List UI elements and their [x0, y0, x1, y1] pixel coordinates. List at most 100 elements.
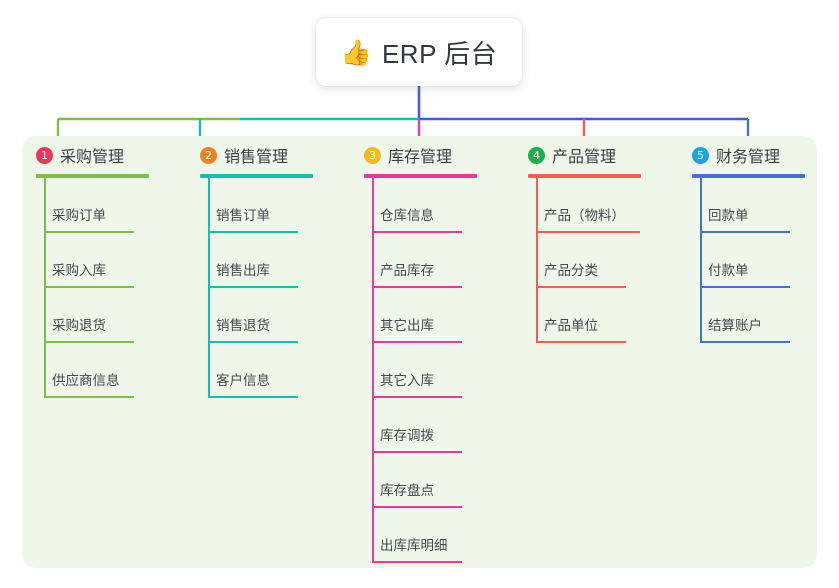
- list-item[interactable]: 回款单: [678, 178, 828, 233]
- branch-header-5[interactable]: 5 财务管理: [678, 136, 828, 174]
- list-item-underline: [208, 341, 298, 343]
- branch-column-5: 5 财务管理回款单付款单结算账户: [678, 136, 828, 343]
- list-item-underline: [44, 341, 134, 343]
- branch-column-4: 4 产品管理产品（物料） 产品分类产品单位: [514, 136, 664, 343]
- branch-header-4[interactable]: 4 产品管理: [514, 136, 664, 174]
- list-item-label: 回款单: [708, 208, 749, 223]
- branch-header-underline: [692, 174, 805, 178]
- list-item-underline: [700, 231, 790, 233]
- list-item[interactable]: 供应商信息: [22, 343, 172, 398]
- list-item-label: 采购订单: [52, 208, 106, 223]
- branch-column-2: 2 销售管理销售订单销售出库销售退货客户信息: [186, 136, 336, 398]
- branch-number-badge: 2: [200, 146, 217, 164]
- list-item-underline: [372, 396, 462, 398]
- branch-header-underline: [200, 174, 313, 178]
- list-item-label: 采购退货: [52, 318, 106, 333]
- root-node-erp-backend[interactable]: 👍 ERP 后台: [316, 18, 522, 86]
- list-item-underline: [208, 396, 298, 398]
- list-item-underline: [44, 396, 134, 398]
- list-item-label: 其它出库: [380, 318, 434, 333]
- thumbs-up-icon: 👍: [340, 37, 372, 67]
- list-item[interactable]: 其它入库: [350, 343, 500, 398]
- root-node-title: ERP 后台: [381, 38, 498, 69]
- branch-item-list: 回款单付款单结算账户: [678, 178, 828, 343]
- list-item-underline: [44, 286, 134, 288]
- list-item[interactable]: 结算账户: [678, 288, 828, 343]
- list-item-label: 销售出库: [216, 263, 270, 278]
- branch-header-2[interactable]: 2 销售管理: [186, 136, 336, 174]
- list-item[interactable]: 仓库信息: [350, 178, 500, 233]
- list-item-label: 产品（物料）: [544, 208, 625, 223]
- list-item-label: 供应商信息: [52, 373, 120, 388]
- list-item-underline: [372, 451, 462, 453]
- list-item-underline: [208, 286, 298, 288]
- list-item[interactable]: 付款单: [678, 233, 828, 288]
- list-item-label: 采购入库: [52, 263, 106, 278]
- branch-header-underline: [364, 174, 477, 178]
- list-item-label: 结算账户: [708, 318, 762, 333]
- list-item[interactable]: 产品（物料）: [514, 178, 664, 233]
- list-item-label: 产品分类: [544, 263, 598, 278]
- branch-spine: [700, 178, 702, 343]
- branch-header-1[interactable]: 1 采购管理: [22, 136, 172, 174]
- list-item-label: 付款单: [708, 263, 749, 278]
- branches-panel: [22, 136, 817, 568]
- list-item-underline: [536, 341, 626, 343]
- list-item[interactable]: 采购订单: [22, 178, 172, 233]
- list-item-underline: [372, 341, 462, 343]
- list-item-underline: [372, 231, 462, 233]
- list-item-label: 仓库信息: [380, 208, 434, 223]
- branch-item-list: 产品（物料） 产品分类产品单位: [514, 178, 664, 343]
- list-item-label: 库存盘点: [380, 483, 434, 498]
- list-item-label: 出库库明细: [380, 538, 448, 553]
- branch-number-badge: 1: [36, 146, 53, 164]
- branch-header-underline: [36, 174, 149, 178]
- branch-header-underline: [528, 174, 641, 178]
- list-item-underline: [44, 231, 134, 233]
- branch-spine: [44, 178, 46, 398]
- list-item[interactable]: 产品库存: [350, 233, 500, 288]
- list-item-label: 客户信息: [216, 373, 270, 388]
- list-item-underline: [372, 286, 462, 288]
- list-item-label: 库存调拨: [380, 428, 434, 443]
- list-item[interactable]: 出库库明细: [350, 508, 500, 563]
- list-item-label: 产品单位: [544, 318, 598, 333]
- list-item-underline: [372, 561, 462, 563]
- list-item-underline: [536, 231, 640, 233]
- branch-number-badge: 5: [692, 146, 709, 164]
- list-item[interactable]: 采购退货: [22, 288, 172, 343]
- list-item-label: 销售订单: [216, 208, 270, 223]
- branch-title: 销售管理: [224, 149, 289, 166]
- list-item[interactable]: 产品单位: [514, 288, 664, 343]
- branch-title: 财务管理: [716, 149, 781, 166]
- branch-number-badge: 4: [528, 146, 545, 164]
- branch-title: 库存管理: [388, 149, 453, 166]
- branch-spine: [372, 178, 374, 563]
- list-item[interactable]: 销售订单: [186, 178, 336, 233]
- list-item[interactable]: 产品分类: [514, 233, 664, 288]
- list-item[interactable]: 其它出库: [350, 288, 500, 343]
- list-item-underline: [208, 231, 298, 233]
- list-item[interactable]: 客户信息: [186, 343, 336, 398]
- branch-column-1: 1 采购管理采购订单采购入库采购退货供应商信息: [22, 136, 172, 398]
- list-item[interactable]: 采购入库: [22, 233, 172, 288]
- branch-spine: [536, 178, 538, 343]
- branch-item-list: 仓库信息产品库存其它出库其它入库库存调拨库存盘点出库库明细: [350, 178, 500, 563]
- branch-title: 产品管理: [552, 149, 617, 166]
- branch-spine: [208, 178, 210, 398]
- list-item[interactable]: 销售退货: [186, 288, 336, 343]
- list-item[interactable]: 库存盘点: [350, 453, 500, 508]
- branch-item-list: 采购订单采购入库采购退货供应商信息: [22, 178, 172, 398]
- list-item-label: 产品库存: [380, 263, 434, 278]
- list-item[interactable]: 销售出库: [186, 233, 336, 288]
- list-item-underline: [372, 506, 462, 508]
- list-item[interactable]: 库存调拨: [350, 398, 500, 453]
- list-item-underline: [700, 286, 790, 288]
- list-item-underline: [700, 341, 790, 343]
- list-item-underline: [536, 286, 626, 288]
- branch-title: 采购管理: [60, 149, 125, 166]
- list-item-label: 销售退货: [216, 318, 270, 333]
